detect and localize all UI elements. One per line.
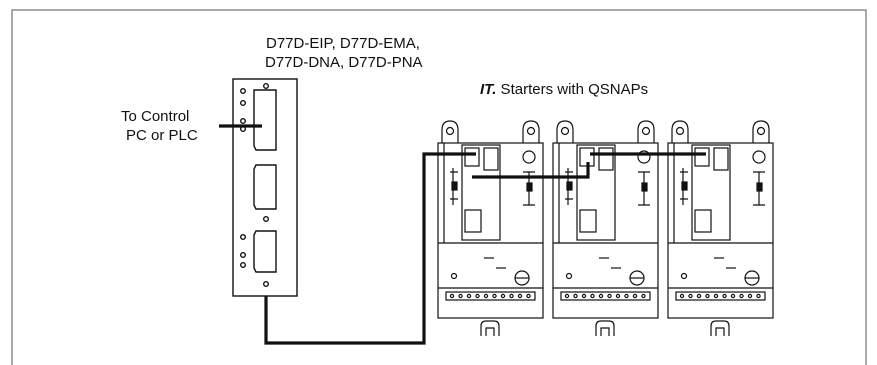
din-latch <box>480 320 500 336</box>
terminal-strip <box>675 291 766 301</box>
terminal-screw <box>615 293 621 299</box>
qsnap-port-1 <box>579 147 595 167</box>
starters-label-prefix: IT. <box>480 81 497 98</box>
mounting-hole <box>445 126 455 136</box>
port-top <box>253 89 277 151</box>
terminal-screw <box>747 293 753 299</box>
terminal-screw <box>509 293 514 299</box>
din-latch-inner <box>600 327 610 336</box>
contact-right-mark <box>756 182 763 192</box>
mounting-tab <box>556 120 574 143</box>
terminal-screw <box>756 293 761 299</box>
terminal-screw <box>705 293 710 299</box>
terminal-screw <box>475 293 480 299</box>
qsnap-port-2 <box>483 147 499 171</box>
terminal-screw <box>517 293 523 299</box>
din-latch-inner <box>715 327 725 336</box>
terminal-screw <box>466 293 472 299</box>
cables <box>219 124 706 345</box>
terminal-screw <box>696 293 702 299</box>
terminal-screw <box>581 293 587 299</box>
terminal-screw <box>492 293 497 299</box>
din-latch-inner <box>485 327 495 336</box>
starter-unit <box>552 120 659 336</box>
terminal-screw <box>688 293 693 299</box>
control-label-line-2: PC or PLC <box>126 127 198 144</box>
starters-group <box>437 120 774 336</box>
contact-left-mark <box>566 181 573 191</box>
starter-body <box>552 142 659 319</box>
terminal-screw <box>722 293 727 299</box>
contact-left-mark <box>451 181 458 191</box>
terminal-screw <box>449 293 455 299</box>
mounting-hole <box>526 126 536 136</box>
terminal-screw <box>573 293 578 299</box>
qsnap-port-1 <box>694 147 710 167</box>
contact-left-mark <box>681 181 688 191</box>
port-middle <box>253 164 277 210</box>
qsnap-port-2 <box>598 147 614 171</box>
qsnap-window <box>464 209 482 233</box>
control-label-line-1: To Control <box>121 108 190 125</box>
starter-body <box>667 142 774 319</box>
din-latch <box>710 320 730 336</box>
mounting-hole <box>560 126 570 136</box>
terminal-screw <box>526 293 531 299</box>
mounting-tab <box>752 120 770 143</box>
terminal-screw <box>713 293 719 299</box>
terminal-screw <box>752 150 766 164</box>
terminal-screw <box>458 293 463 299</box>
terminal-screw <box>632 293 638 299</box>
terminal-strip <box>445 291 536 301</box>
qsnap-window <box>579 209 597 233</box>
port-bottom <box>253 230 277 273</box>
link-cable-1-2 <box>472 162 590 179</box>
module-models-line-1: D77D-EIP, D77D-EMA, <box>266 35 420 52</box>
qsnap-window <box>694 209 712 233</box>
din-latch <box>595 320 615 336</box>
starters-label: IT. Starters with QSNAPs <box>480 80 648 99</box>
qsnap-module <box>576 144 616 241</box>
starters-label-text: Starters with QSNAPs <box>496 81 649 98</box>
mounting-hole <box>641 126 651 136</box>
terminal-screw <box>641 293 646 299</box>
starter-unit <box>437 120 544 336</box>
contact-right-mark <box>526 182 533 192</box>
communication-module <box>232 78 298 297</box>
terminal-screw <box>564 293 570 299</box>
terminal-screw <box>522 150 536 164</box>
terminal-screw <box>598 293 604 299</box>
mounting-tab <box>637 120 655 143</box>
starter-body <box>437 142 544 319</box>
qsnap-module <box>691 144 731 241</box>
mounting-tab <box>522 120 540 143</box>
terminal-strip <box>560 291 651 301</box>
indicator-dot <box>565 272 573 280</box>
qsnap-port-1 <box>464 147 480 167</box>
mounting-hole <box>756 126 766 136</box>
terminal-screw <box>500 293 506 299</box>
mounting-tab <box>441 120 459 143</box>
network-cable <box>264 152 476 345</box>
contact-right-mark <box>641 182 648 192</box>
terminal-screw <box>483 293 489 299</box>
mounting-tab <box>671 120 689 143</box>
mounting-hole <box>675 126 685 136</box>
terminal-screw <box>739 293 744 299</box>
terminal-screw <box>679 293 685 299</box>
terminal-screw <box>637 150 651 164</box>
qsnap-port-2 <box>713 147 729 171</box>
starter-unit <box>667 120 774 336</box>
terminal-screw <box>590 293 595 299</box>
terminal-screw <box>730 293 736 299</box>
diagram-border <box>11 9 867 365</box>
terminal-screw <box>607 293 612 299</box>
indicator-dot <box>450 272 458 280</box>
terminal-screw <box>624 293 629 299</box>
indicator-dot <box>680 272 688 280</box>
qsnap-module <box>461 144 501 241</box>
module-models-line-2: D77D-DNA, D77D-PNA <box>265 54 423 71</box>
